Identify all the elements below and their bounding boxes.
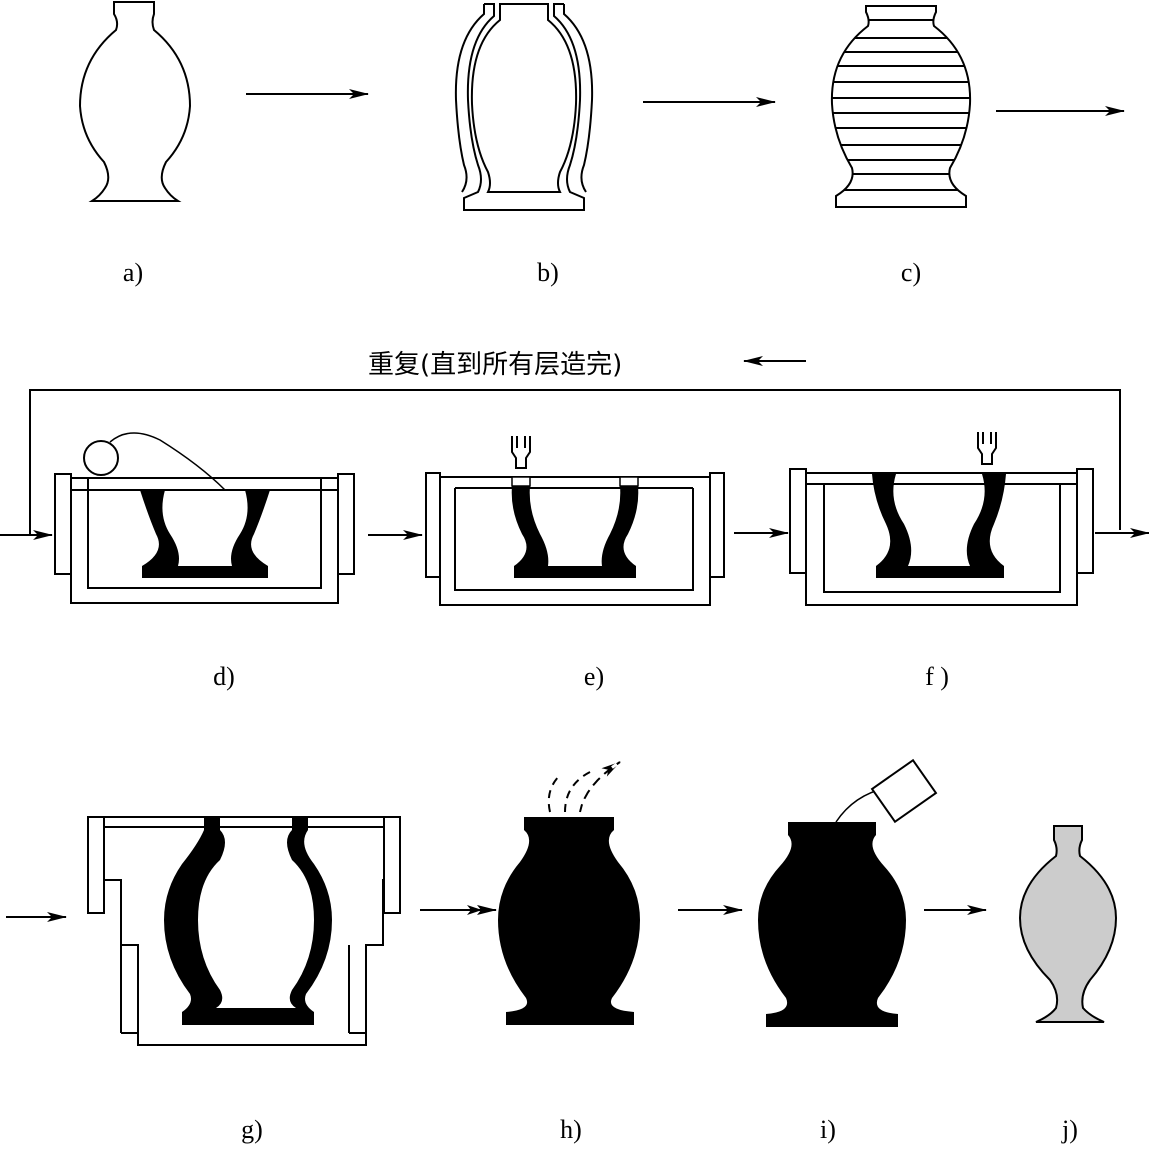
- roller-icon: [83, 440, 119, 476]
- label-f: f ): [925, 662, 949, 691]
- build-box-f: [789, 468, 1094, 606]
- powder-removal-arrows: [547, 760, 621, 813]
- build-box-d: [54, 473, 355, 604]
- repeat-caption: 重复(直到所有层造完): [368, 350, 623, 380]
- part-f: [872, 474, 1006, 578]
- label-g: g): [241, 1115, 263, 1144]
- label-d: d): [213, 662, 235, 691]
- label-i: i): [820, 1115, 836, 1144]
- label-a: a): [122, 258, 144, 287]
- part-h: [498, 817, 640, 1025]
- label-h: h): [560, 1115, 582, 1144]
- vase-outline-a: [78, 1, 192, 202]
- label-e: e): [583, 662, 605, 691]
- label-b: b): [537, 258, 559, 287]
- print-head-icon-f: [977, 432, 997, 465]
- label-j: j): [1062, 1115, 1078, 1144]
- part-g: [164, 817, 332, 1025]
- part-i: [758, 822, 906, 1027]
- vase-shell-b: [454, 3, 594, 211]
- build-box-g: [87, 816, 401, 1046]
- print-head-icon: [511, 436, 531, 469]
- part-e: [511, 486, 639, 578]
- label-c: c): [900, 258, 922, 287]
- build-box-e: [425, 472, 725, 606]
- repeat-loop-line: [29, 389, 1121, 535]
- infiltrant-container-icon: [870, 758, 938, 824]
- vase-sliced-c: [830, 5, 972, 208]
- roller-cable: [109, 432, 226, 491]
- part-d: [140, 490, 270, 578]
- vase-finished-j: [1018, 825, 1118, 1023]
